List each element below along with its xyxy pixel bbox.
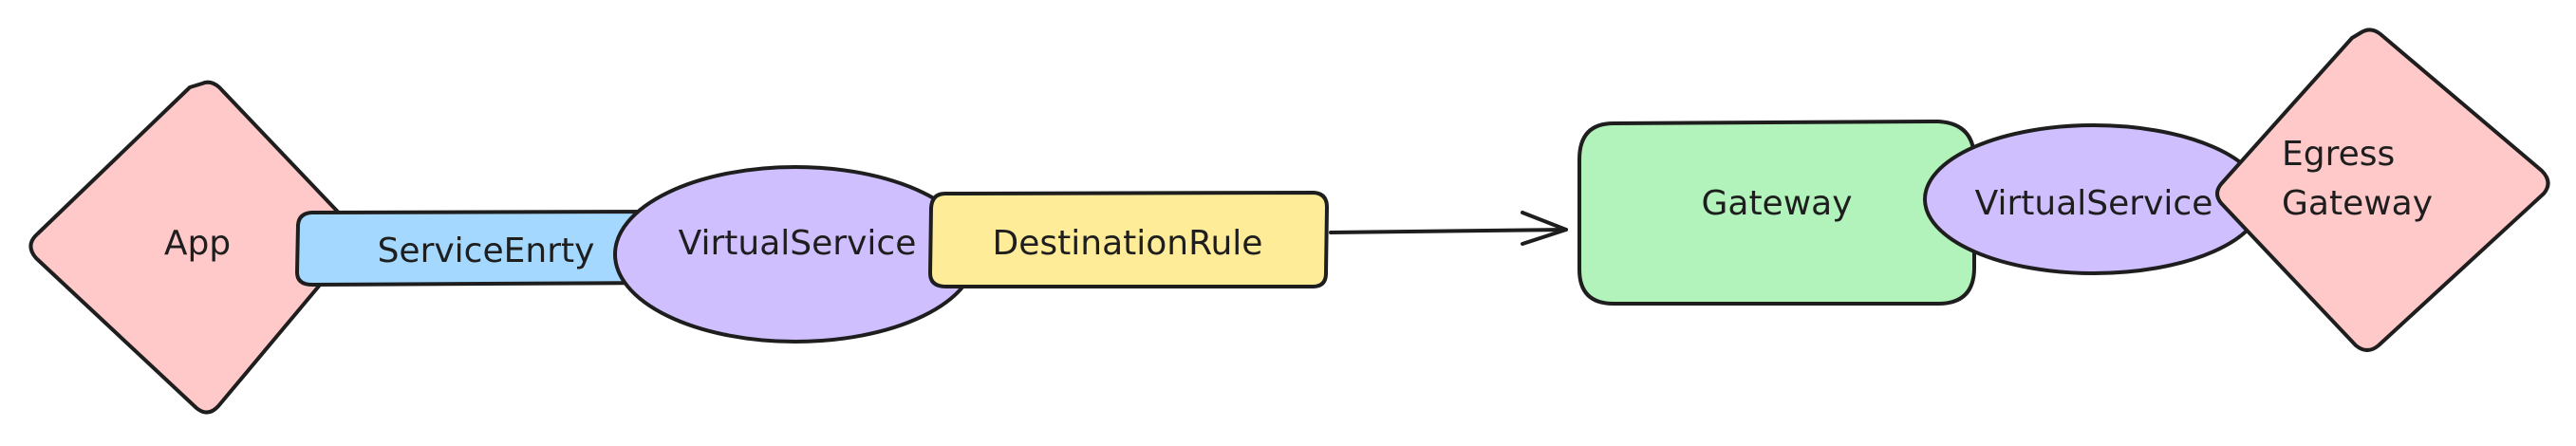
arrow-line [1329, 228, 1568, 234]
egress-gateway-node[interactable]: Egress Gateway [2215, 28, 2550, 352]
app-label: App [164, 224, 231, 263]
virtual-service-label-2: VirtualService [1975, 184, 2213, 223]
arrow-head [1521, 211, 1568, 246]
destination-rule-label: DestinationRule [993, 224, 1263, 263]
app-node[interactable]: App [28, 80, 357, 415]
egress-gateway-diamond-shape [2215, 28, 2550, 352]
destination-rule-node[interactable]: DestinationRule [928, 191, 1329, 288]
egress-gateway-label-line2: Gateway [2282, 184, 2433, 223]
edge-destination-rule-to-gateway [1329, 211, 1568, 246]
gateway-shape [1577, 120, 1976, 306]
virtual-service-node-2[interactable]: VirtualService [1923, 123, 2265, 275]
virtual-service-label-1: VirtualService [679, 224, 917, 263]
gateway-label: Gateway [1701, 184, 1852, 223]
service-entry-node[interactable]: ServiceEnrty [295, 210, 676, 287]
destination-rule-shape [928, 191, 1329, 288]
app-diamond-shape [28, 80, 357, 415]
egress-gateway-label-line1: Egress [2282, 135, 2395, 174]
service-entry-label: ServiceEnrty [378, 232, 595, 270]
gateway-node[interactable]: Gateway [1577, 120, 1976, 306]
virtual-service-node-1[interactable]: VirtualService [613, 165, 978, 344]
